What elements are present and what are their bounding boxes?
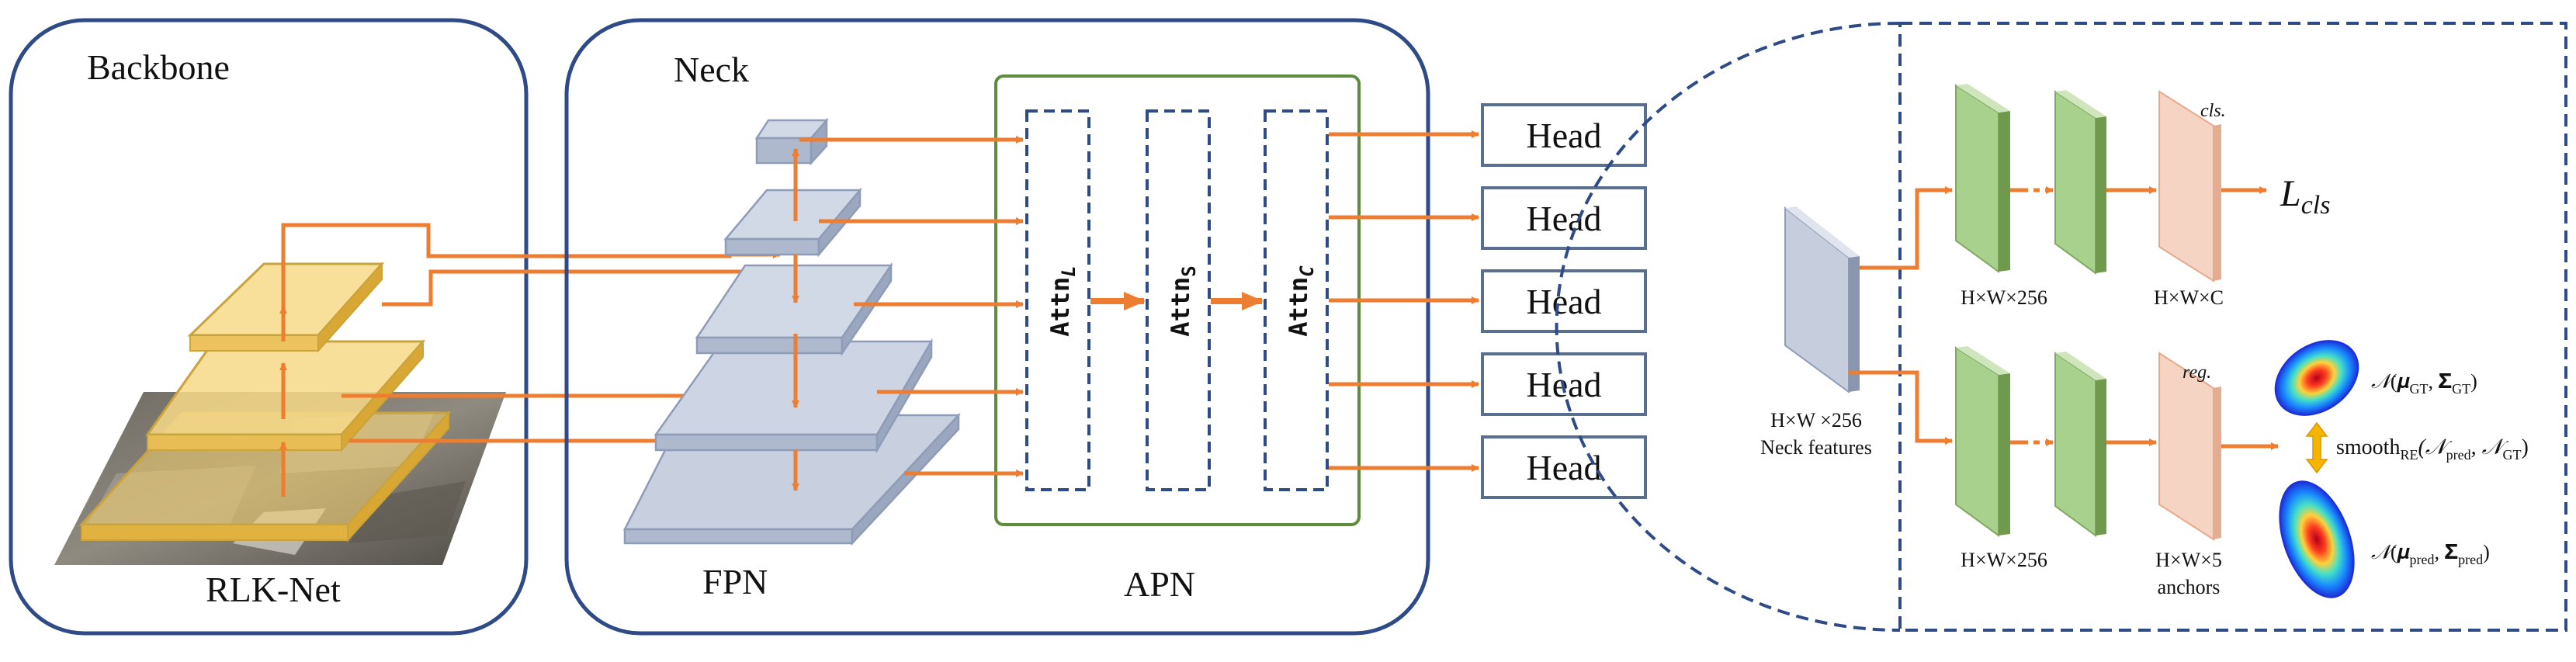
reg-tag: reg. [2182,362,2211,383]
neck-feature-block [1784,206,1860,393]
branch-arrows [1849,186,1953,445]
attn-s-block [1146,109,1211,491]
svg-text:AttnS: AttnS [1166,265,1200,337]
neck-panel: Neck FPN APN [564,18,1479,636]
gaussian-heatmaps [2274,340,2359,598]
neck-title: Neck [674,50,749,89]
pred-distribution: 𝒩(𝝁pred, 𝚺pred) [2371,541,2490,567]
neck-frame [564,18,1430,636]
attn-c-sub: C [1296,265,1318,277]
attn-s-sub: S [1178,265,1200,276]
head-label-2: Head [1526,199,1601,238]
head-box-4 [1481,352,1647,416]
svg-text:AttnL: AttnL [1045,265,1080,337]
compare-double-arrow [2305,421,2328,474]
apn-to-head-arrows [1329,130,1479,472]
detail-frame [1898,22,2567,632]
pred-gaussian [2279,480,2355,598]
attn-l-block [1025,109,1090,491]
smooth-re-loss: smoothRE(𝒩pred, 𝒩GT) [2336,435,2529,463]
svg-text:AttnC: AttnC [1284,265,1318,337]
heads: Head Head Head Head Head [1481,103,1647,499]
reg-branch: reg. H×W×256 H×W×5 anchors [1955,346,2279,598]
head-label-1: Head [1526,116,1601,155]
fpn-label: FPN [702,562,768,601]
cls-out-dims: H×W×C [2154,286,2224,309]
cls-feat-dims: H×W×256 [1961,286,2047,309]
reg-feat-dims: H×W×256 [1961,549,2047,571]
head-label-5: Head [1526,448,1601,487]
neck-features-label: Neck features [1760,436,1872,459]
gt-distribution: 𝒩(𝝁GT, 𝚺GT) [2371,370,2477,397]
fpn-to-apn-arrows [799,136,1024,477]
cls-branch: cls. H×W×256 H×W×C Lcls [1955,84,2330,309]
cls-tag: cls. [2200,101,2226,121]
cls-loss-sub: cls [2301,191,2331,220]
attn-s-name: Attn [1166,277,1195,337]
cls-conv-2 [2054,90,2096,275]
head-detail-panel: H×W ×256 Neck features cls. H×W×256 H×W×… [1555,22,2567,632]
attn-c-block [1264,109,1329,491]
apn-label: APN [1124,564,1195,604]
reg-conv-2 [2054,352,2096,537]
svg-text:Lcls: Lcls [2280,173,2330,220]
neck-features-dims: H×W ×256 [1770,409,1862,432]
reg-out-extra: anchors [2158,576,2221,598]
reg-out-dims: H×W×5 [2155,549,2222,571]
cls-conv-1 [1955,84,1999,273]
reg-conv-1 [1955,346,1999,537]
backbone-frame [9,18,529,636]
gt-gaussian [2274,340,2359,416]
backbone-title: Backbone [87,47,230,87]
backbone-panel: Backbone RLK-Net [9,18,529,636]
head-box-3 [1481,269,1647,333]
attn-l-sub: L [1058,265,1080,276]
cls-loss: L [2280,173,2301,214]
head-box-2 [1481,186,1647,250]
backbone-feature-maps [78,262,452,542]
backbone-caption: RLK-Net [206,570,341,609]
detail-bulge [1555,22,1901,632]
fpn-pyramid [622,117,961,546]
head-label-3: Head [1526,282,1601,321]
attn-c-name: Attn [1284,277,1313,337]
attention-blocks: AttnL AttnS AttnC [1025,109,1329,491]
attn-l-name: Attn [1045,277,1075,337]
head-box-5 [1481,435,1647,499]
